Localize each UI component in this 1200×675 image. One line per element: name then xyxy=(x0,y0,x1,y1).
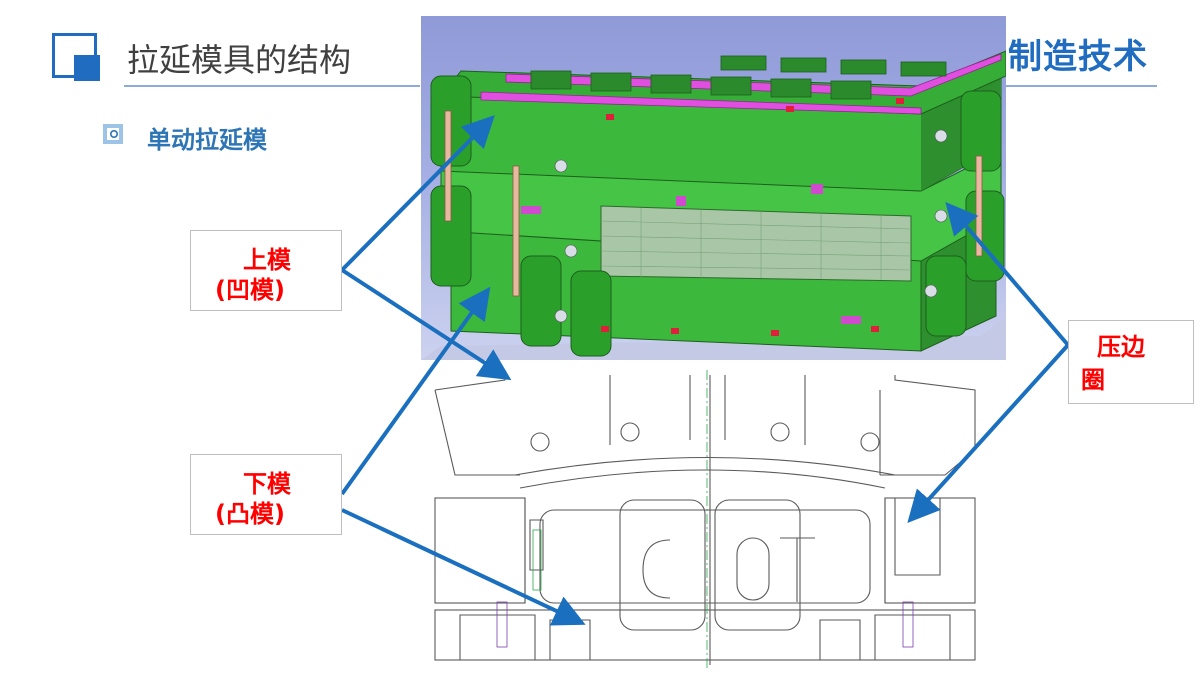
callout-lower-die: 下模 (凸模) xyxy=(190,454,342,535)
title-underline xyxy=(124,85,420,87)
bullet-text: 单动拉延模 xyxy=(147,126,267,154)
callout-lower-line2: (凸模) xyxy=(215,500,285,528)
callout-binder-ring: 压边 圈 xyxy=(1068,320,1194,404)
page-title: 拉延模具的结构 xyxy=(127,41,352,79)
brand-underline xyxy=(1005,85,1157,87)
callout-upper-die: 上模 (凹模) xyxy=(190,230,342,311)
brand-text: 制造技术 xyxy=(1008,37,1148,77)
square-bullet-icon xyxy=(103,124,123,144)
title-square-icon xyxy=(52,33,100,81)
die-3d-model-image xyxy=(421,16,1006,360)
callout-upper-line2: (凹模) xyxy=(215,276,285,304)
die-section-drawing xyxy=(434,370,976,670)
callout-ring-line1: 压边 xyxy=(1097,333,1145,361)
callout-lower-line1: 下模 xyxy=(243,470,291,498)
callout-upper-line1: 上模 xyxy=(243,246,291,274)
callout-ring-line2: 圈 xyxy=(1081,366,1105,394)
